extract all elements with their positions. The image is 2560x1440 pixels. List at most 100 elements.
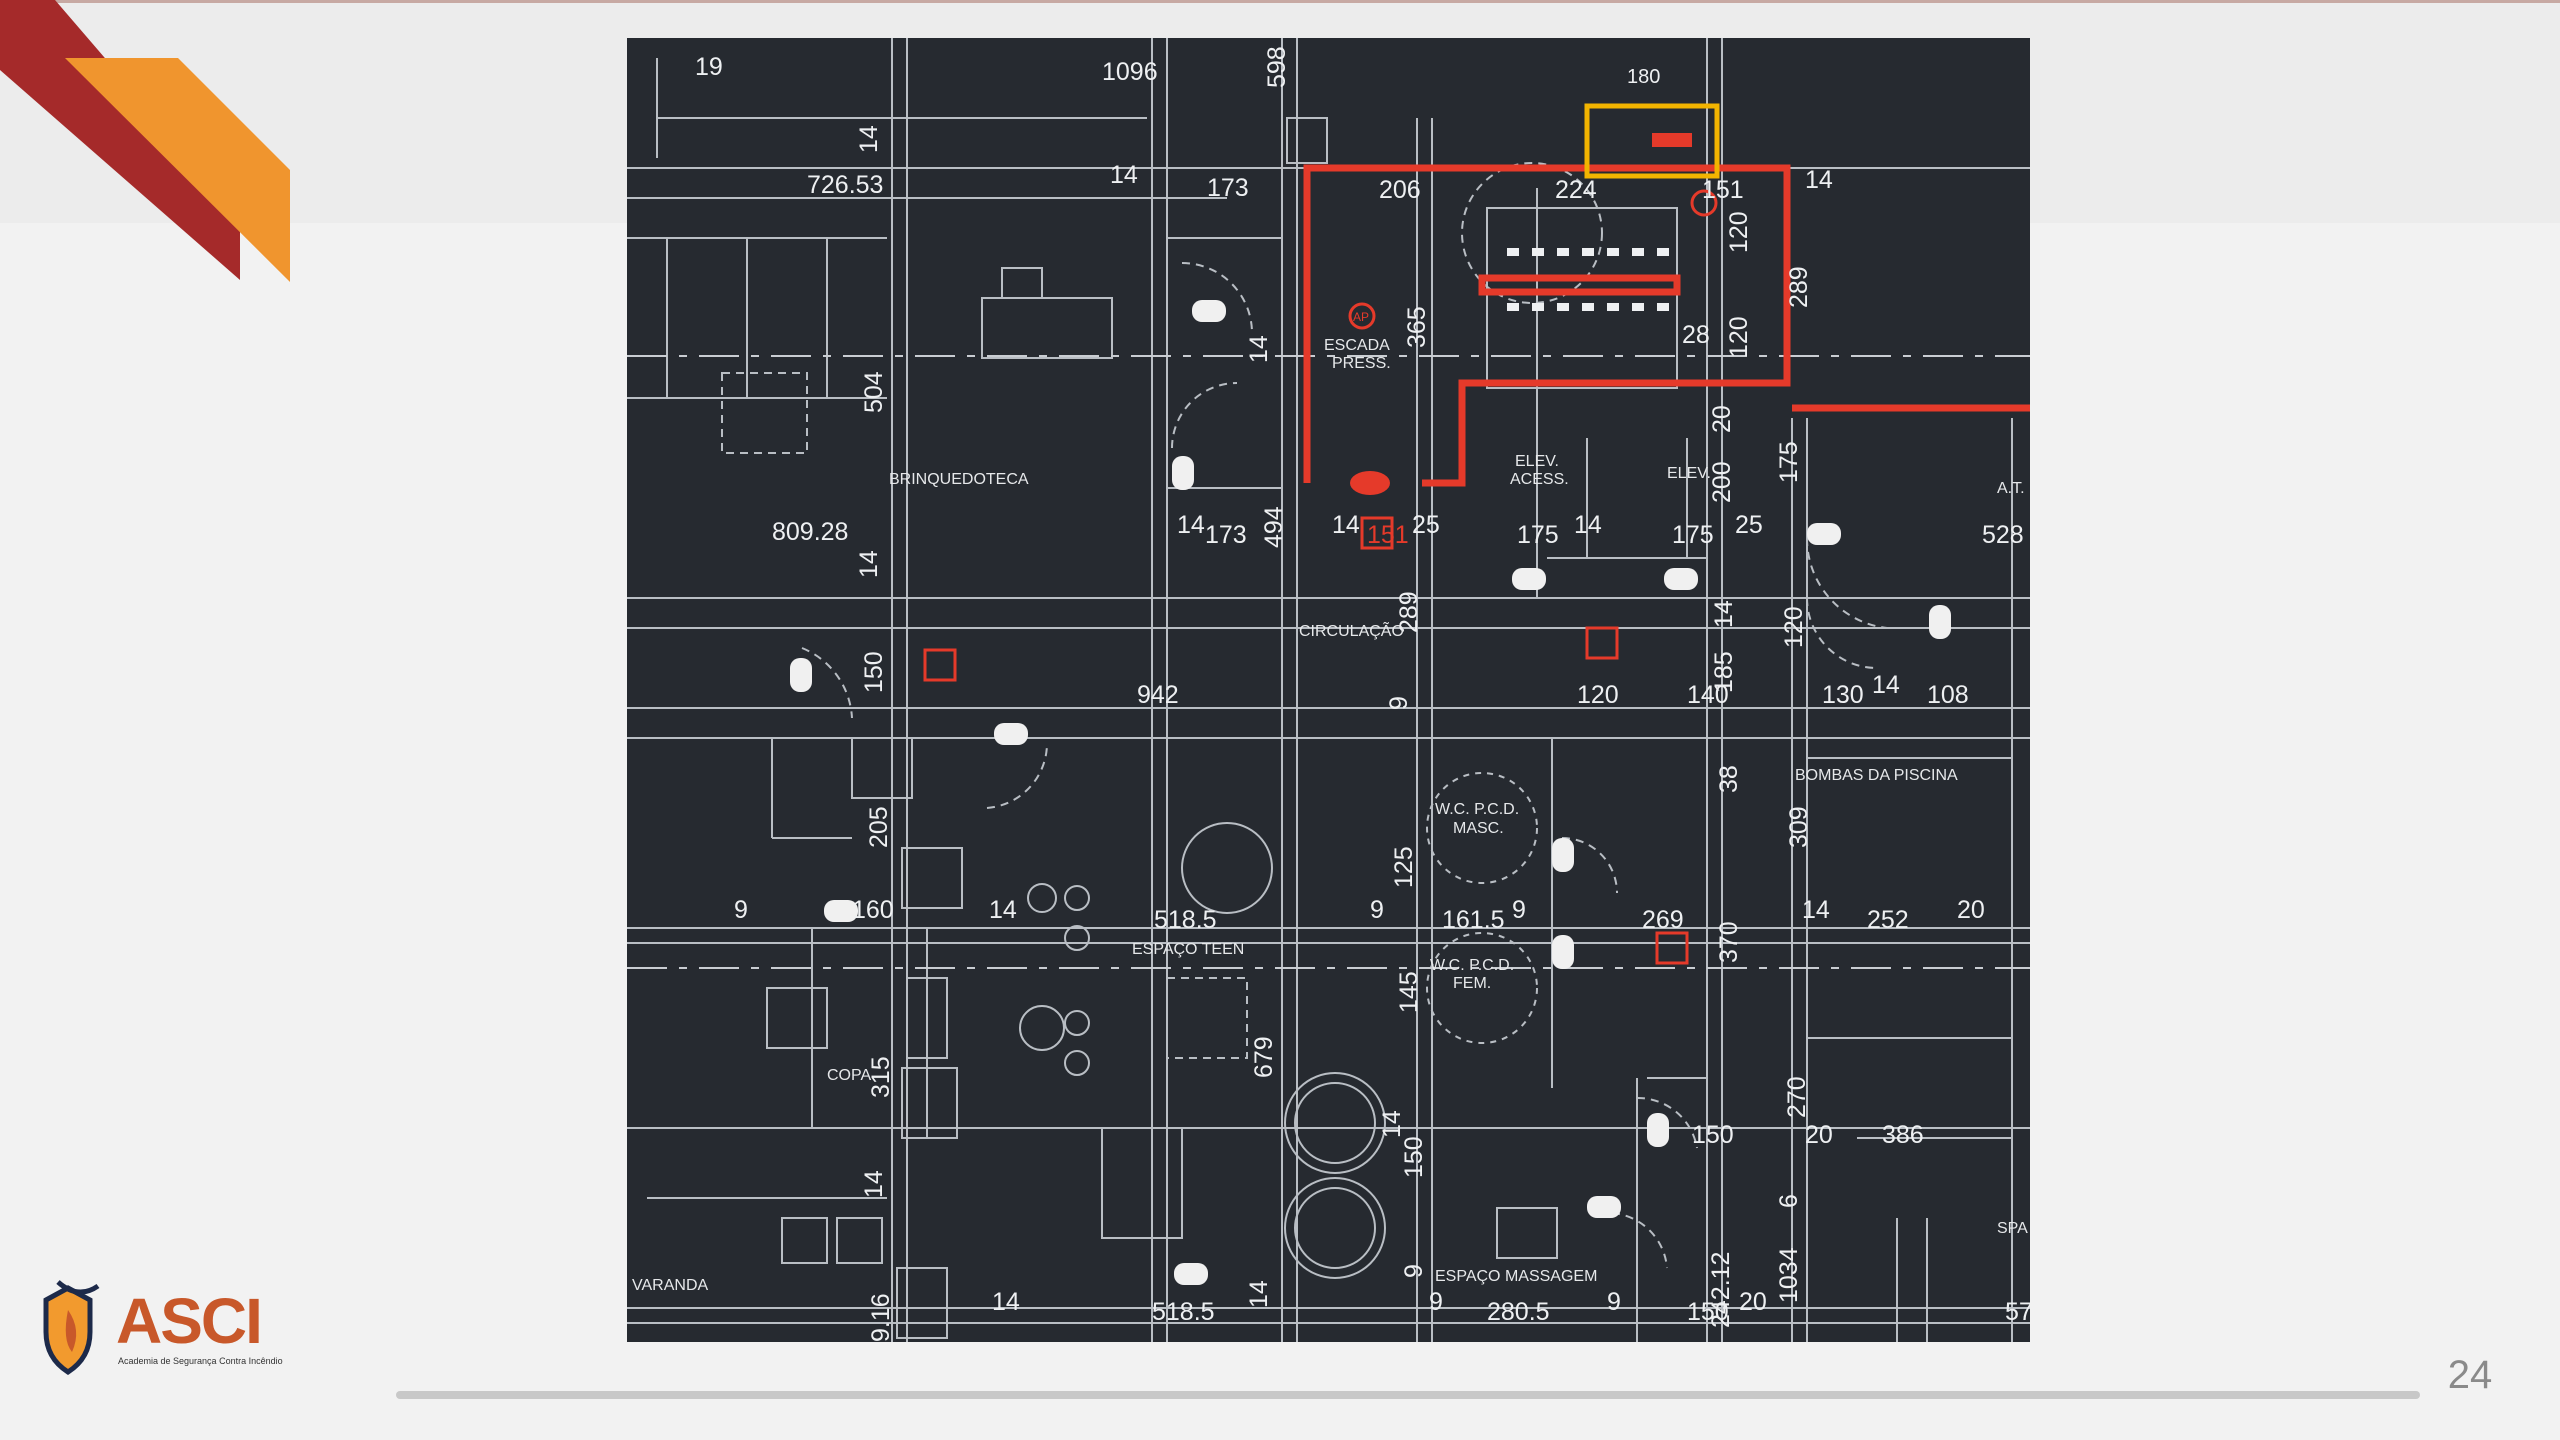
- dim-125: 125: [1390, 846, 1418, 888]
- dim-280-5: 280.5: [1487, 1298, 1550, 1326]
- dim-150-c: 150: [1692, 1121, 1734, 1149]
- dim-151-a: 151: [1702, 176, 1744, 204]
- dim-9-g: 9: [1429, 1288, 1443, 1316]
- dim-9-b: 9: [734, 896, 748, 924]
- dim-1096: 1096: [1102, 58, 1158, 86]
- dim-20-c: 20: [1805, 1121, 1833, 1149]
- dim-270: 270: [1783, 1076, 1811, 1118]
- dim-365: 365: [1403, 306, 1431, 348]
- dim-120-c: 120: [1577, 681, 1619, 709]
- dim-14-g: 14: [1574, 511, 1602, 539]
- dim-14-n: 14: [860, 1170, 888, 1198]
- dim-14-k: 14: [989, 896, 1017, 924]
- dim-120-b: 120: [1725, 316, 1753, 358]
- dim-150-b: 150: [1400, 1136, 1428, 1178]
- room-label-wc-masc: W.C. P.C.D.: [1435, 801, 1519, 818]
- room-label-copa: COPA: [827, 1067, 871, 1084]
- dim-145: 145: [1395, 971, 1423, 1013]
- room-label-ap: AP: [1353, 310, 1369, 324]
- dim-9-16: 9.16: [867, 1293, 895, 1342]
- highlight-marker: [1652, 133, 1692, 147]
- dim-14-o: 14: [1245, 1280, 1273, 1308]
- plan-wall-lines: [627, 38, 2030, 1342]
- dim-14-a: 14: [855, 125, 883, 153]
- dim-150-d: 150: [1687, 1298, 1729, 1326]
- dim-242-12: 242.12: [1707, 1252, 1735, 1328]
- dim-14-f: 14: [1332, 511, 1360, 539]
- highlight-box: [1584, 103, 1720, 179]
- footer-line: [396, 1391, 2420, 1399]
- dim-315: 315: [867, 1056, 895, 1098]
- dim-386: 386: [1882, 1121, 1924, 1149]
- dim-252: 252: [1867, 906, 1909, 934]
- room-label-elev-acess-2: ACESS.: [1510, 471, 1569, 488]
- dim-289-b: 289: [1395, 591, 1423, 633]
- dim-504: 504: [860, 371, 888, 413]
- light-fixtures: [790, 300, 1951, 1285]
- escape-route-outline: [1303, 164, 2030, 487]
- dim-173-a: 173: [1207, 174, 1249, 202]
- dim-14-j: 14: [1872, 671, 1900, 699]
- dim-9-h: 9: [1607, 1288, 1621, 1316]
- dim-20-b: 20: [1957, 896, 1985, 924]
- dim-28: 28: [1682, 321, 1710, 349]
- dim-6: 6: [1775, 1194, 1803, 1208]
- dim-9-e: 9: [1400, 1264, 1428, 1278]
- dim-185: 185: [1710, 651, 1738, 693]
- top-border-line: [0, 0, 2560, 3]
- plan-axis-lines: [627, 355, 2030, 969]
- dim-9-c: 9: [1370, 896, 1384, 924]
- room-label-press: PRESS.: [1332, 355, 1391, 372]
- room-label-at: A.T.: [1997, 480, 2025, 497]
- dim-14-d: 14: [1245, 335, 1273, 363]
- dim-20-a: 20: [1708, 405, 1736, 433]
- dim-14-q: 14: [992, 1288, 1020, 1316]
- dim-175-a: 175: [1775, 441, 1803, 483]
- dim-57: 57: [2005, 1298, 2030, 1326]
- room-label-wc-fem-2: FEM.: [1453, 975, 1491, 992]
- stair-treads: [1507, 248, 1669, 311]
- dim-528: 528: [1982, 521, 2024, 549]
- dim-726-53: 726.53: [807, 171, 883, 199]
- room-label-wc-fem: W.C. P.C.D.: [1430, 957, 1514, 974]
- dim-175-c: 175: [1672, 521, 1714, 549]
- dim-120-a: 120: [1725, 211, 1753, 253]
- dim-224: 224: [1555, 176, 1597, 204]
- dim-151-b: 151: [1367, 521, 1409, 549]
- corner-orange-stripe: [65, 58, 290, 282]
- dim-130: 130: [1822, 681, 1864, 709]
- dim-175-b: 175: [1517, 521, 1559, 549]
- dim-14-b: 14: [1110, 161, 1138, 189]
- red-emergency-light: [1350, 471, 1390, 495]
- room-label-circulacao: CIRCULAÇÃO: [1299, 620, 1404, 640]
- dim-108: 108: [1927, 681, 1969, 709]
- dim-161-5: 161.5: [1442, 906, 1505, 934]
- dim-205: 205: [865, 806, 893, 848]
- dim-25-a: 25: [1412, 511, 1440, 539]
- room-label-espaco-teen: ESPAÇO TEEN: [1132, 941, 1244, 958]
- dim-38: 38: [1715, 765, 1743, 793]
- room-label-spa: SPA: [1997, 1220, 2028, 1237]
- room-label-wc-masc-2: MASC.: [1453, 820, 1504, 837]
- flame-shield-icon: [43, 1280, 100, 1375]
- room-label-bombas: BOMBAS DA PISCINA: [1795, 767, 1958, 784]
- logo-name: ASCI: [116, 1285, 263, 1357]
- dim-14-e: 14: [1177, 511, 1205, 539]
- dim-180: 180: [1627, 66, 1660, 88]
- room-label-brinquedoteca: BRINQUEDOTECA: [889, 471, 1029, 488]
- asci-logo: ASCI Academia de Segurança Contra Incênd…: [38, 1280, 288, 1375]
- floor-plan-drawing: 19 1096 598 180 726.53 14 173 14 20 6 224…: [627, 38, 2030, 1342]
- dim-140: 140: [1687, 681, 1729, 709]
- dim-14-i: 14: [1710, 600, 1738, 628]
- corner-red-stripe: [0, 0, 240, 280]
- dim-370: 370: [1715, 921, 1743, 963]
- dim-9-a: 9: [1385, 696, 1413, 710]
- dim-942: 942: [1137, 681, 1179, 709]
- dim-200: 200: [1708, 461, 1736, 503]
- dim-598: 598: [1263, 46, 1291, 88]
- dim-809-28: 809.28: [772, 518, 848, 546]
- dim-19: 19: [695, 53, 723, 81]
- room-label-escada: ESCADA: [1324, 337, 1390, 354]
- dim-14-l: 14: [1802, 896, 1830, 924]
- dim-289-a: 289: [1785, 266, 1813, 308]
